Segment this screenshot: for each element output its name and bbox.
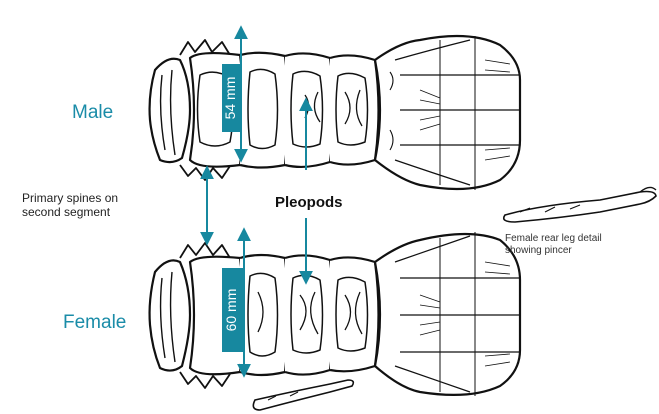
primary-spines-label-line1: Primary spines on <box>22 192 118 206</box>
leg-fragment-illustration <box>253 380 353 410</box>
pleopods-label: Pleopods <box>275 194 343 211</box>
rear-leg-illustration <box>504 187 656 222</box>
primary-spines-label-line2: second segment <box>22 206 110 220</box>
female-label: Female <box>63 312 126 334</box>
female-measure-label: 60 mm <box>223 280 243 340</box>
male-label: Male <box>72 102 113 124</box>
female-tail-illustration <box>150 232 520 396</box>
rear-leg-label-line1: Female rear leg detail <box>505 233 602 245</box>
male-measure-label: 54 mm <box>222 68 242 128</box>
rear-leg-label-line2: showing pincer <box>505 245 572 257</box>
male-tail-illustration <box>150 36 520 190</box>
